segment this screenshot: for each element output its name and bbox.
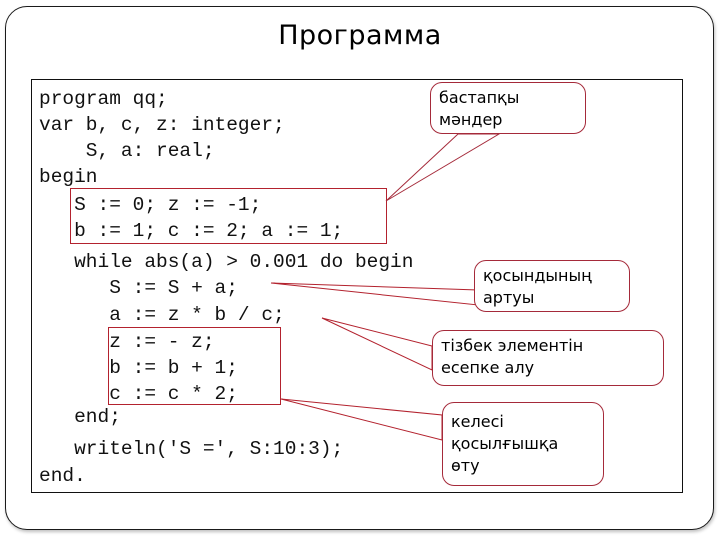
code-line: var b, c, z: integer;: [39, 114, 285, 136]
code-line: end;: [39, 406, 121, 428]
code-line: z := - z;: [39, 331, 215, 353]
slide-title: Программа: [278, 20, 442, 51]
code-line: a := z * b / c;: [39, 304, 285, 326]
callout-text: қосындының: [483, 266, 592, 285]
callout-text: артуы: [483, 288, 535, 307]
callout-text: келесі: [451, 412, 504, 431]
callout-sum-increase: қосындының артуы: [474, 260, 630, 312]
callout-text: есепке алу: [441, 358, 535, 377]
code-line: begin: [39, 166, 98, 188]
code-line: program qq;: [39, 88, 168, 110]
code-line: while abs(a) > 0.001 do begin: [39, 251, 414, 273]
code-line: b := b + 1;: [39, 357, 238, 379]
callout-next-term: келесі қосылғышқа өту: [442, 402, 604, 486]
callout-text: мәндер: [439, 110, 503, 129]
callout-text: тізбек элементін: [441, 336, 584, 355]
code-line: b := 1; c := 2; a := 1;: [39, 220, 344, 242]
callout-text: бастапқы: [439, 88, 520, 107]
callout-initial-values: бастапқы мәндер: [430, 82, 586, 134]
callout-text: өту: [451, 456, 480, 475]
next-term-highlight: [108, 327, 281, 405]
callout-text: қосылғышқа: [451, 434, 559, 453]
initial-values-highlight: [70, 188, 387, 244]
code-line: c := c * 2;: [39, 383, 238, 405]
code-line: writeln('S =', S:10:3);: [39, 438, 344, 460]
code-line: S, a: real;: [39, 140, 215, 162]
code-line: end.: [39, 465, 86, 487]
code-line: S := 0; z := -1;: [39, 194, 262, 216]
callout-sequence-element: тізбек элементін есепке алу: [432, 330, 664, 386]
code-line: S := S + a;: [39, 277, 238, 299]
